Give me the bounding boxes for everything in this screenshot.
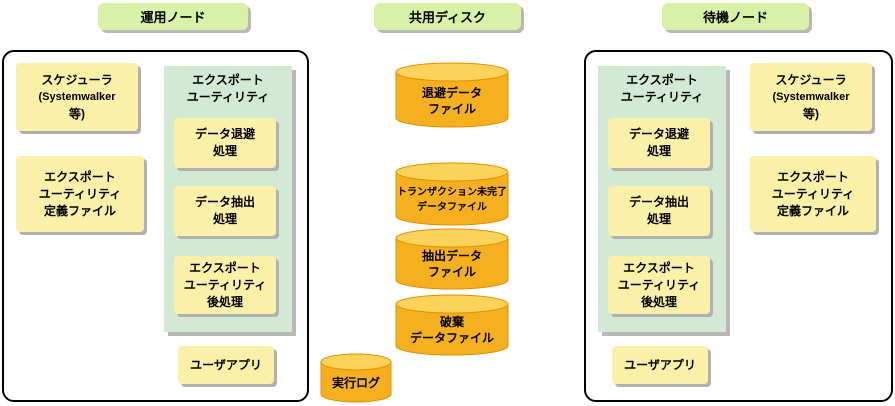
- discarded-data-file-cylinder: 破棄 データファイル: [392, 292, 512, 358]
- data-backup-process-box: データ退避 処理: [174, 118, 276, 168]
- backup-data-file-label: 退避データ ファイル: [421, 86, 482, 116]
- extracted-data-file-label: 抽出データ ファイル: [421, 249, 482, 279]
- data-backup-process-box: データ退避 処理: [608, 118, 710, 168]
- scheduler-sublabel: (Systemwalker: [772, 90, 850, 103]
- discarded-data-file-label: 破棄 データファイル: [409, 315, 494, 345]
- scheduler-label: スケジューラ: [41, 72, 113, 87]
- shared-disk-header: 共用ディスク: [374, 3, 521, 30]
- extracted-data-file-cylinder: 抽出データ ファイル: [392, 226, 512, 292]
- standby-node-header: 待機ノード: [662, 3, 809, 30]
- active-definition-file-box: エクスポート ユーティリティ 定義ファイル: [16, 156, 144, 232]
- scheduler-suffix: 等): [803, 106, 819, 121]
- standby-user-app-box: ユーザアプリ: [612, 346, 708, 384]
- post-process-box: エクスポート ユーティリティ 後処理: [608, 256, 710, 314]
- standby-definition-file-box: エクスポート ユーティリティ 定義ファイル: [750, 156, 876, 232]
- active-scheduler-box: スケジューラ (Systemwalker 等): [16, 63, 138, 131]
- post-process-box: エクスポート ユーティリティ 後処理: [174, 256, 276, 314]
- active-node-header: 運用ノード: [98, 3, 248, 30]
- incomplete-transaction-file-cylinder: トランザクション未完了 データファイル: [392, 160, 512, 228]
- scheduler-sublabel: (Systemwalker: [38, 90, 116, 103]
- execution-log-label: 実行ログ: [331, 376, 380, 390]
- execution-log-cylinder: 実行ログ: [318, 352, 394, 404]
- export-utility-title: エクスポート ユーティリティ: [186, 73, 270, 104]
- active-user-app-box: ユーザアプリ: [178, 346, 274, 384]
- data-extract-process-box: データ抽出 処理: [174, 186, 276, 236]
- standby-node-frame: エクスポート ユーティリティ データ退避 処理 データ抽出 処理 エクスポート …: [584, 50, 893, 402]
- active-node-frame: スケジューラ (Systemwalker 等) エクスポート ユーティリティ 定…: [2, 50, 309, 402]
- incomplete-transaction-file-label: トランザクション未完了 データファイル: [397, 187, 507, 213]
- active-export-utility-panel: エクスポート ユーティリティ データ退避 処理 データ抽出 処理 エクスポート …: [164, 66, 292, 332]
- standby-scheduler-box: スケジューラ (Systemwalker 等): [750, 63, 872, 131]
- data-extract-process-box: データ抽出 処理: [608, 186, 710, 236]
- backup-data-file-cylinder: 退避データ ファイル: [392, 60, 512, 130]
- standby-export-utility-panel: エクスポート ユーティリティ データ退避 処理 データ抽出 処理 エクスポート …: [598, 66, 726, 332]
- scheduler-suffix: 等): [69, 106, 85, 121]
- export-utility-title: エクスポート ユーティリティ: [620, 73, 704, 104]
- scheduler-label: スケジューラ: [775, 72, 847, 87]
